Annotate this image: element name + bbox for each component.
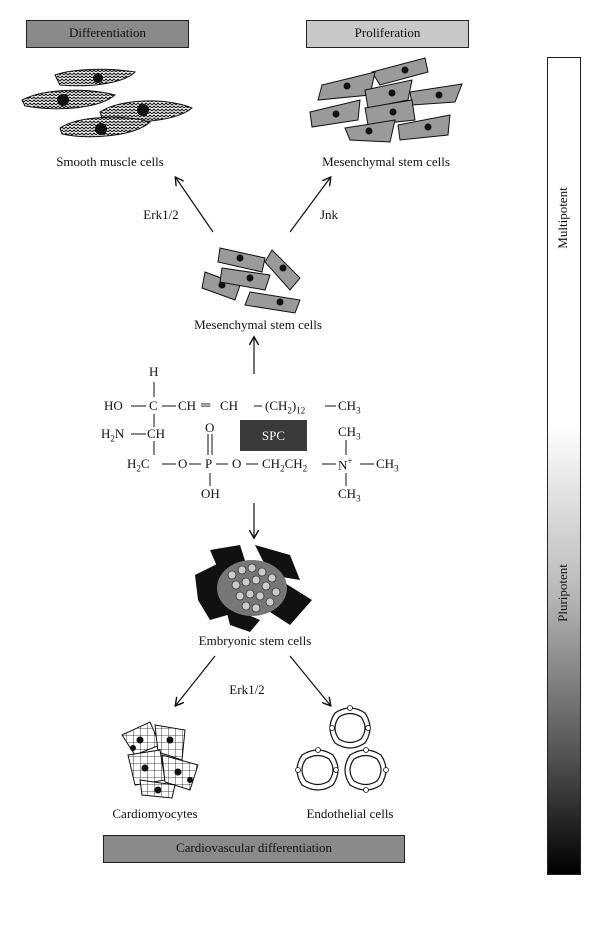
chem-n: N <box>338 457 348 473</box>
chem-ch3-right-sub: 3 <box>394 463 399 474</box>
chem-ch2ch2: CH2CH2 <box>262 456 307 474</box>
erk-bottom-label: Erk1/2 <box>229 682 265 697</box>
msc-mid-label: Mesenchymal stem cells <box>194 317 322 332</box>
esc-label: Embryonic stem cells <box>198 633 312 648</box>
chem-oh: OH <box>201 486 220 501</box>
chem-n-plus: N+ <box>338 456 352 473</box>
jnk-label: Jnk <box>319 207 339 222</box>
cardiovascular-differentiation-box: Cardiovascular differentiation <box>103 835 405 863</box>
erk-top-label: Erk1/2 <box>143 207 179 222</box>
chem-ch3-down-sub: 3 <box>356 493 361 504</box>
chem-ch2: CH <box>220 398 239 413</box>
spc-label: SPC <box>261 428 286 443</box>
potency-gradient-bar <box>547 57 581 875</box>
chem-h: H <box>149 364 159 379</box>
msc-proliferation-illustration <box>309 57 463 143</box>
chem-h2c-c: C <box>140 456 150 471</box>
chem-double-bond: ═ <box>201 397 211 412</box>
chem-ch2n-sub: 2 <box>287 405 292 416</box>
endothelial-label: Endothelial cells <box>306 806 394 821</box>
smooth-muscle-cells-illustration <box>21 68 193 138</box>
msc-top-label: Mesenchymal stem cells <box>322 154 450 169</box>
chem-h2c-sub: 2 <box>136 463 141 474</box>
chem-ch3-right-text: CH <box>376 456 395 471</box>
cardiomyocytes-label: Cardiomyocytes <box>112 806 198 821</box>
chem-ch2a: CH <box>262 456 281 471</box>
chem-ch2a-sub: 2 <box>280 463 285 474</box>
chem-ch3-up-text: CH <box>338 424 357 439</box>
chem-p: P <box>205 456 213 471</box>
chem-h2c: H2C <box>127 456 150 474</box>
endothelial-cells-illustration <box>295 705 389 793</box>
arrow-erk-top <box>176 178 214 233</box>
chem-ch2b-sub: 2 <box>302 463 308 474</box>
spc-structure-bonds <box>131 382 374 486</box>
chem-ch3-down: CH3 <box>338 486 361 504</box>
chem-ch-eq: CH <box>178 398 197 413</box>
chem-o1: O <box>178 456 188 471</box>
arrow-jnk <box>289 178 330 233</box>
chem-ch3-top-text: CH <box>338 398 357 413</box>
chem-ch2n: (CH2)12 <box>265 398 305 416</box>
differentiation-label: Differentiation <box>68 25 146 40</box>
chem-ch3-up-sub: 3 <box>356 431 361 442</box>
chem-ch3-down-text: CH <box>338 486 357 501</box>
chem-ch2b: CH <box>284 456 303 471</box>
msc-middle-illustration <box>201 247 301 314</box>
chem-ch3-right: CH3 <box>376 456 399 474</box>
chem-o2: O <box>232 456 242 471</box>
chem-ch3-top-sub: 3 <box>356 405 361 416</box>
chem-c1: C <box>149 398 158 413</box>
chem-ch-r2: CH <box>147 426 166 441</box>
chem-h2c-h: H <box>127 456 137 471</box>
chem-h2n: H2N <box>101 426 124 444</box>
chem-ch2n-sub12: 12 <box>296 405 306 416</box>
proliferation-label: Proliferation <box>354 25 421 40</box>
differentiation-box: Differentiation <box>26 20 189 48</box>
chem-o-top: O <box>205 420 215 435</box>
chem-ch3-up: CH3 <box>338 424 361 442</box>
chem-plus: + <box>347 456 353 466</box>
smooth-muscle-label: Smooth muscle cells <box>56 154 164 169</box>
chem-ch3-top: CH3 <box>338 398 361 416</box>
chem-h2n-n: N <box>114 426 125 441</box>
chem-ch2n-close: ) <box>291 398 297 413</box>
arrow-to-cardiomyocytes <box>176 655 216 705</box>
arrow-to-endothelial <box>289 655 330 705</box>
cardiovascular-differentiation-label: Cardiovascular differentiation <box>175 840 333 855</box>
esc-illustration <box>195 545 312 632</box>
chem-h2n-sub: 2 <box>110 433 115 444</box>
chem-ch2n-text: (CH <box>265 398 288 413</box>
proliferation-box: Proliferation <box>306 20 469 48</box>
chem-h2n-h: H <box>101 426 111 441</box>
chem-ho: HO <box>104 398 123 413</box>
cardiomyocytes-illustration <box>121 721 199 799</box>
spc-box: SPC <box>240 420 307 451</box>
